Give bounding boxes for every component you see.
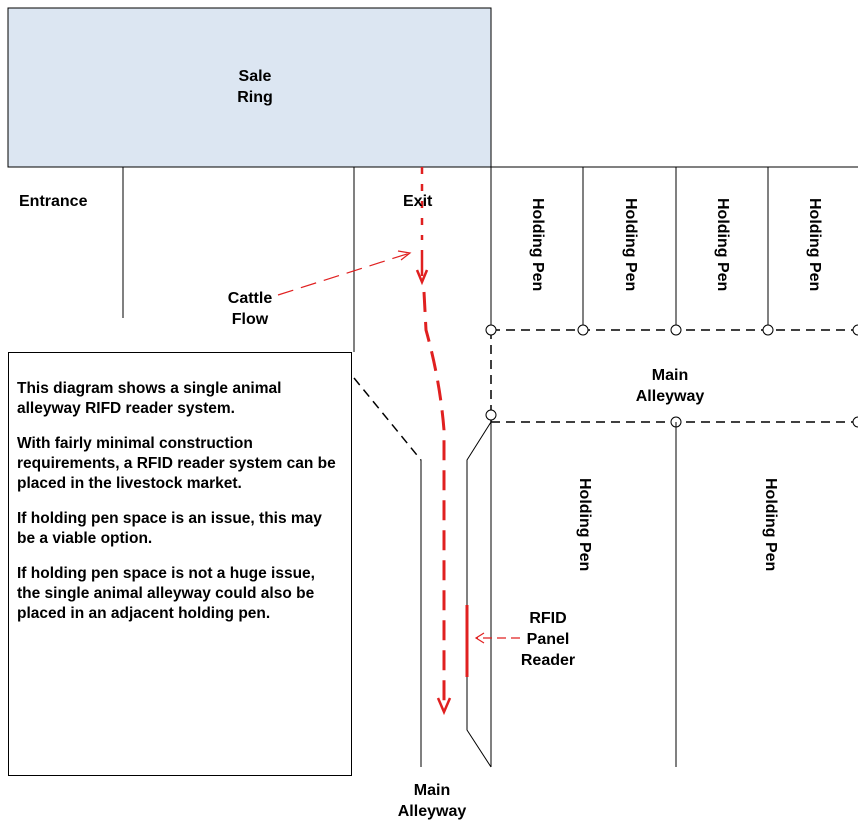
rfid-panel-reader-label: RFID Panel Reader — [508, 608, 588, 671]
rfid-line2: Panel — [526, 631, 570, 648]
gate-hinge — [670, 324, 682, 336]
sale-ring-label: Sale Ring — [205, 66, 305, 108]
main-alleyway-label: Main Alleyway — [620, 365, 720, 407]
sale-ring-box — [7, 7, 492, 168]
cattle-flow-path — [422, 291, 446, 705]
cattle-flow-label: Cattle Flow — [215, 288, 285, 330]
cattle-flow-line1: Cattle — [227, 290, 273, 307]
sale-ring-line1: Sale — [238, 68, 272, 85]
rfid-line3: Reader — [520, 652, 576, 669]
bottom-alleyway-line1: Main — [413, 782, 451, 799]
rfid-line1: RFID — [529, 610, 567, 627]
alleyway-right-wall — [466, 421, 492, 768]
cattle-flow-pointer-arrowhead — [397, 250, 412, 261]
description-paragraph: If holding pen space is not a huge issue… — [17, 565, 315, 622]
cattle-flow-pointer — [277, 252, 411, 296]
description-paragraph: This diagram shows a single animal alley… — [17, 380, 282, 417]
gate-hinge — [762, 324, 774, 336]
main-alleyway-line1: Main — [651, 367, 689, 384]
gate-hinge — [485, 324, 497, 336]
holding-pen-label-bottom-2: Holding Pen — [762, 478, 779, 572]
holding-pen-label-top-4: Holding Pen — [806, 198, 823, 292]
rfid-pointer-arrowhead — [474, 632, 485, 644]
bottom-alleyway-line2: Alleyway — [397, 803, 467, 820]
cattle-flow-arrowhead — [415, 269, 429, 286]
main-alleyway-line2: Alleyway — [635, 388, 705, 405]
holding-pen-label-top-1: Holding Pen — [529, 198, 546, 292]
cattle-flow-end-arrowhead — [436, 697, 452, 716]
description-paragraph: With fairly minimal construction require… — [17, 435, 336, 492]
gate-hinge — [485, 409, 497, 421]
sale-ring-line2: Ring — [237, 89, 273, 106]
description-box: This diagram shows a single animal alley… — [8, 352, 352, 776]
funnel-dashed-guide — [353, 377, 422, 461]
exit-label: Exit — [403, 193, 433, 210]
gate-hinge — [852, 416, 858, 428]
holding-pen-label-top-2: Holding Pen — [622, 198, 639, 292]
bottom-alleyway-label: Main Alleyway — [382, 780, 482, 822]
holding-pen-label-bottom-1: Holding Pen — [576, 478, 593, 572]
gate-hinge — [577, 324, 589, 336]
entrance-label: Entrance — [19, 193, 88, 210]
description-paragraph: If holding pen space is an issue, this m… — [17, 510, 322, 547]
gate-hinge — [852, 324, 858, 336]
cattle-flow-line2: Flow — [231, 311, 269, 328]
holding-pen-label-top-3: Holding Pen — [714, 198, 731, 292]
